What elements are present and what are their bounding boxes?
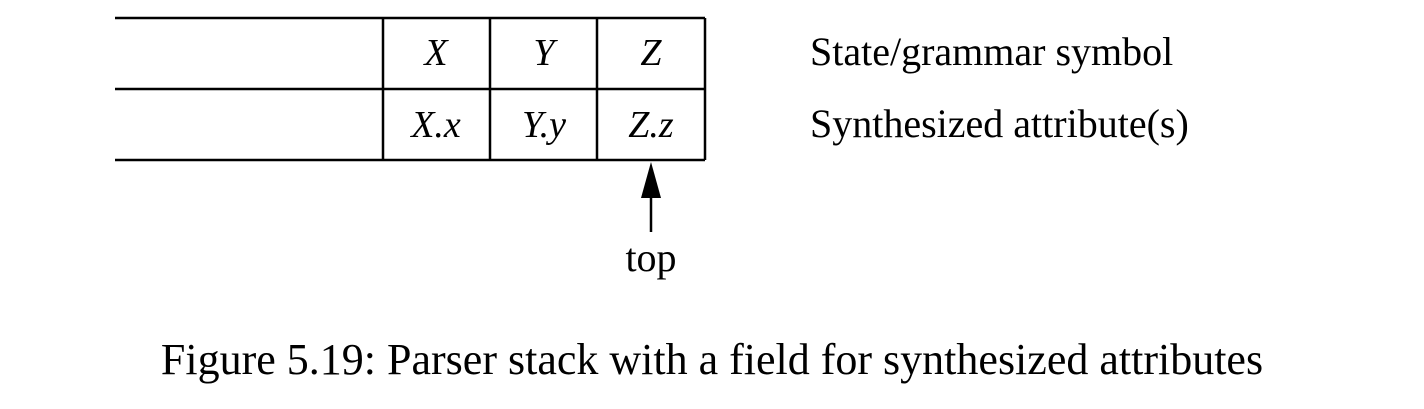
symbol-cell-y: Y	[533, 32, 558, 74]
figure-caption: Figure 5.19: Parser stack with a field f…	[160, 335, 1264, 384]
attribute-row: X.x Y.y Z.z	[409, 104, 674, 146]
symbol-row-label: State/grammar symbol	[810, 29, 1173, 74]
attribute-cell-y: Y.y	[522, 104, 566, 146]
symbol-cell-x: X	[422, 32, 449, 74]
symbol-row: X Y Z	[422, 32, 662, 74]
top-pointer-arrow	[641, 162, 661, 232]
attribute-cell-x: X.x	[409, 104, 461, 146]
top-pointer-label: top	[625, 235, 676, 280]
stack-grid	[115, 16, 707, 162]
attribute-cell-z: Z.z	[628, 104, 674, 146]
attribute-row-label: Synthesized attribute(s)	[810, 101, 1189, 146]
top-arrow-head	[641, 162, 661, 198]
symbol-cell-z: Z	[640, 32, 662, 74]
